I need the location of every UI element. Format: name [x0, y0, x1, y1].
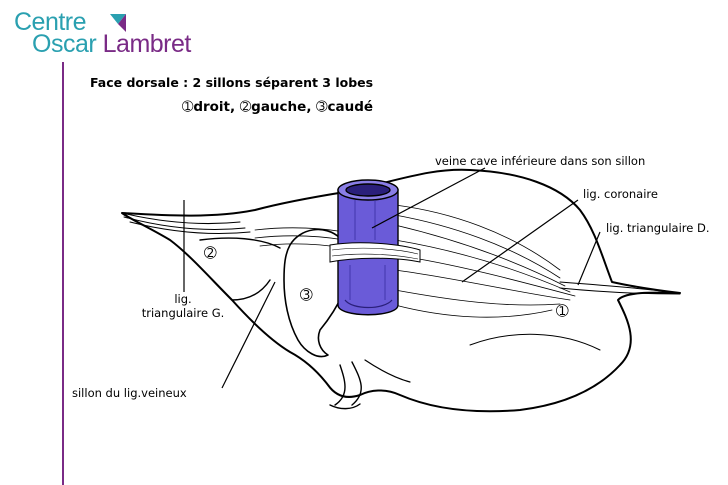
leader-tri-d	[577, 231, 601, 286]
label-venous-ligament-groove: sillon du lig.veineux	[72, 386, 187, 400]
lobes-subtitle: ➀droit, ➁gauche, ➂caudé	[182, 99, 374, 115]
label-vena-cava: veine cave inférieure dans son sillon	[435, 154, 646, 168]
leader-vci	[371, 167, 486, 229]
left-accent-bar	[62, 62, 64, 485]
label-right-triangular-ligament: lig. triangulaire D.	[606, 221, 710, 235]
logo-mark-icon	[110, 14, 126, 32]
leader-venous	[221, 281, 276, 389]
logo-line-centre: Centre	[14, 8, 87, 36]
leader-coronary	[461, 199, 579, 283]
logo-line-oscar-lambret: Oscar Lambret	[32, 30, 191, 58]
centre-oscar-lambret-logo: Centre Oscar Lambret	[14, 8, 214, 58]
marker-right-lobe: ➀	[556, 302, 569, 320]
label-left-triangular-ligament: lig. triangulaire G.	[141, 292, 225, 320]
marker-caudate-lobe: ➂	[300, 286, 313, 304]
liver-outline	[121, 168, 681, 413]
label-coronary-ligament: lig. coronaire	[583, 187, 658, 201]
slide-title: Face dorsale : 2 sillons séparent 3 lobe…	[90, 75, 374, 90]
marker-left-lobe: ➁	[204, 244, 217, 262]
